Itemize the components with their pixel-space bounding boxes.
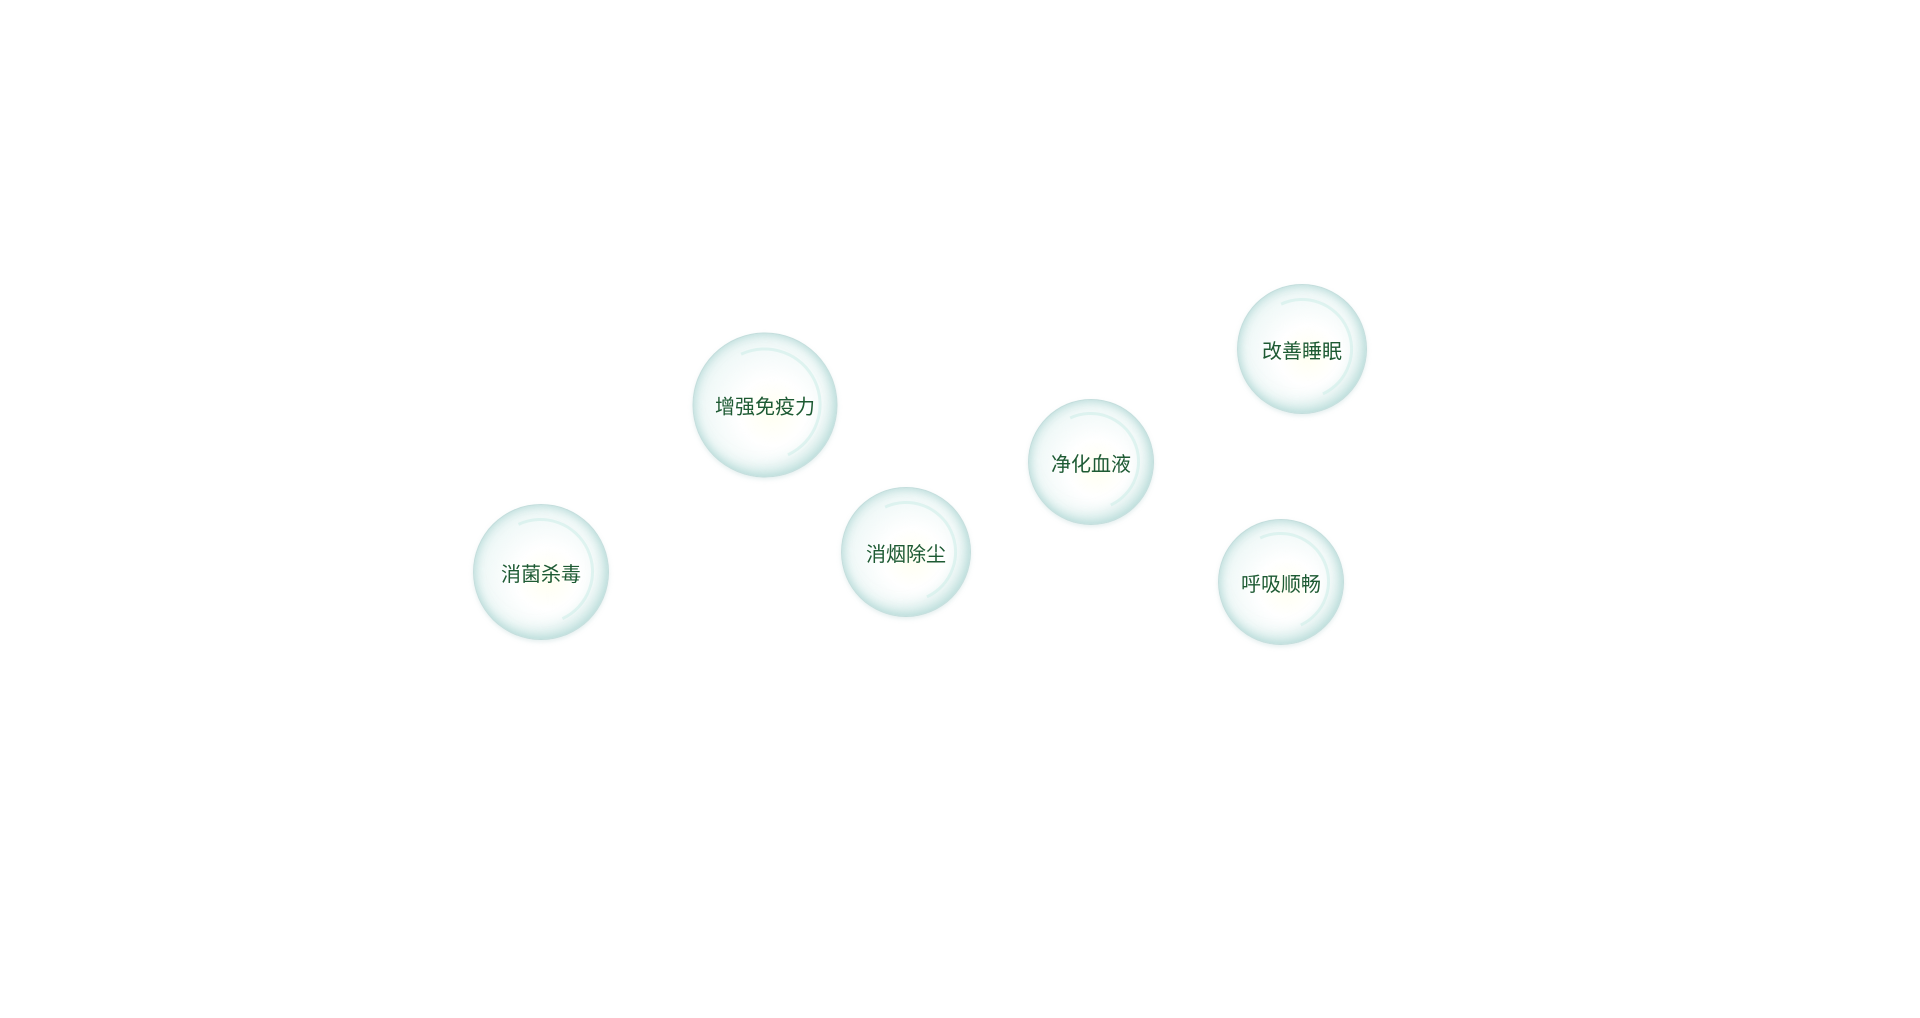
bubble-purify-blood[interactable]: 净化血液 <box>1028 399 1154 525</box>
bubble-boost-immunity[interactable]: 增强免疫力 <box>692 332 838 478</box>
bubble-remove-smoke-dust[interactable]: 消烟除尘 <box>841 487 971 617</box>
bubble-label: 消烟除尘 <box>866 541 946 566</box>
bubble-label: 增强免疫力 <box>715 394 815 419</box>
bubble-label: 呼吸顺畅 <box>1241 571 1321 596</box>
bubble-label: 净化血液 <box>1051 451 1131 476</box>
bubble-label: 改善睡眠 <box>1262 338 1342 363</box>
bubble-sterilize[interactable]: 消菌杀毒 <box>473 504 609 640</box>
bubble-label: 消菌杀毒 <box>501 561 581 586</box>
bubble-smooth-breathing[interactable]: 呼吸顺畅 <box>1218 519 1344 645</box>
bubble-improve-sleep[interactable]: 改善睡眠 <box>1237 284 1367 414</box>
